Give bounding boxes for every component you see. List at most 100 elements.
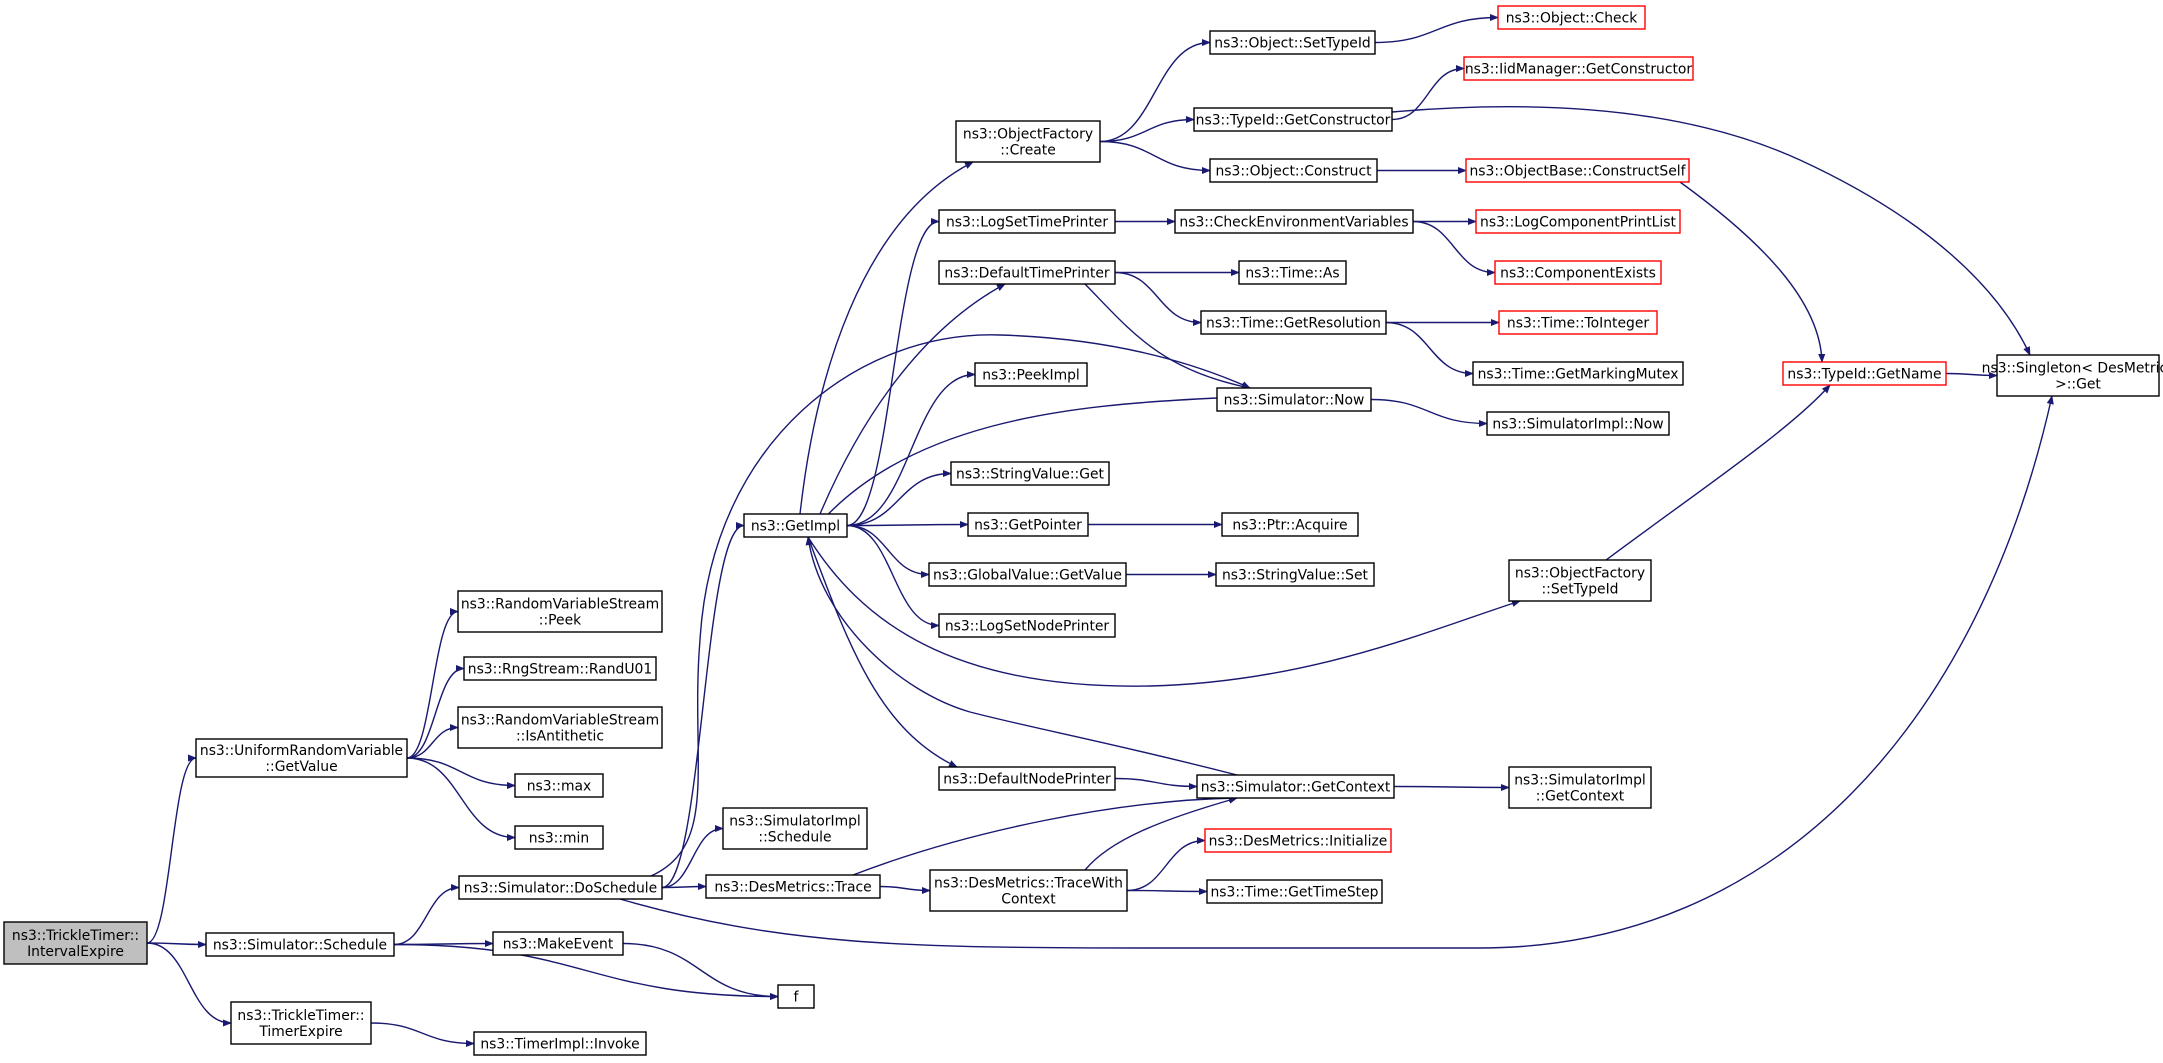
node-urv-getvalue[interactable]: ns3::UniformRandomVariable::GetValue: [195, 738, 408, 778]
node-stringvalue-set[interactable]: ns3::StringValue::Set: [1215, 562, 1375, 587]
node-label: ns3::UniformRandomVariable: [200, 743, 403, 759]
node-getimpl[interactable]: ns3::GetImpl: [743, 513, 848, 538]
node-object-construct[interactable]: ns3::Object::Construct: [1209, 158, 1378, 183]
node-rvs-peek[interactable]: ns3::RandomVariableStream::Peek: [457, 590, 663, 633]
node-sim-schedule[interactable]: ns3::Simulator::Schedule: [205, 932, 395, 957]
call-edge-desmetrics_trace-to-desmetrics_tracewithcontext: [879, 885, 931, 895]
node-box: [514, 825, 604, 850]
node-logcomponentprintlist[interactable]: ns3::LogComponentPrintList: [1475, 209, 1681, 234]
node-box: [457, 706, 663, 749]
node-checkenvvars[interactable]: ns3::CheckEnvironmentVariables: [1174, 209, 1414, 234]
node-box: [463, 656, 657, 681]
node-time-gettimestep[interactable]: ns3::Time::GetTimeStep: [1206, 879, 1383, 904]
node-iidmanager-getconstructor[interactable]: ns3::IidManager::GetConstructor: [1463, 56, 1694, 81]
node-objectfactory-create[interactable]: ns3::ObjectFactory::Create: [955, 120, 1101, 163]
node-label: ns3::Ptr::Acquire: [1232, 518, 1347, 534]
node-globalvalue-getvalue[interactable]: ns3::GlobalValue::GetValue: [928, 562, 1127, 587]
node-tt-timerexpire[interactable]: ns3::TrickleTimer::TimerExpire: [230, 1001, 372, 1045]
call-edge-typeid_getname-to-singleton_get: [1945, 371, 1998, 380]
node-simulator-getcontext[interactable]: ns3::Simulator::GetContext: [1196, 774, 1395, 799]
node-layer: ns3::TrickleTimer::IntervalExpire ns3::Un…: [3, 5, 2163, 1056]
node-simimpl-getcontext[interactable]: ns3::SimulatorImpl::GetContext: [1508, 766, 1652, 809]
node-object-settypeid[interactable]: ns3::Object::SetTypeId: [1209, 30, 1376, 55]
node-label: ns3::Time::GetMarkingMutex: [1478, 367, 1679, 383]
node-min[interactable]: ns3::min: [514, 825, 604, 850]
node-root: ns3::TrickleTimer::IntervalExpire: [3, 921, 148, 965]
node-typeid-getname[interactable]: ns3::TypeId::GetName: [1782, 361, 1947, 386]
node-label: ::IsAntithetic: [516, 729, 604, 745]
node-rng-randu01[interactable]: ns3::RngStream::RandU01: [463, 656, 657, 681]
edge-path: [807, 536, 1521, 687]
call-edge-time_getresolution-to-time_getmarkingmutex: [1385, 321, 1474, 378]
edge-path: [1393, 783, 1510, 792]
node-label: ns3::Object::Construct: [1215, 164, 1372, 180]
node-time-as[interactable]: ns3::Time::As: [1238, 260, 1347, 285]
node-simimpl-now[interactable]: ns3::SimulatorImpl::Now: [1486, 411, 1670, 436]
call-edge-tt_timerexpire-to-timerimpl_invoke: [370, 1022, 475, 1048]
node-defaultnodeprinter[interactable]: ns3::DefaultNodePrinter: [938, 766, 1116, 791]
node-box: [1200, 310, 1387, 335]
node-time-getresolution[interactable]: ns3::Time::GetResolution: [1200, 310, 1387, 335]
node-label: ns3::GetPointer: [974, 518, 1082, 534]
node-box: [705, 874, 881, 899]
node-label: ::SetTypeId: [1542, 582, 1619, 598]
node-rvs-isantithetic[interactable]: ns3::RandomVariableStream::IsAntithetic: [457, 706, 663, 749]
node-box: [458, 875, 663, 900]
node-object-check[interactable]: ns3::Object::Check: [1497, 5, 1646, 30]
edge-path: [1126, 887, 1208, 896]
node-label: TimerExpire: [258, 1024, 342, 1040]
node-label: ::Peek: [539, 613, 581, 629]
node-getpointer[interactable]: ns3::GetPointer: [967, 512, 1089, 537]
node-typeid-getconstructor[interactable]: ns3::TypeId::GetConstructor: [1193, 107, 1393, 132]
node-ptr-acquire[interactable]: ns3::Ptr::Acquire: [1221, 512, 1359, 537]
edge-path: [846, 370, 976, 527]
node-label: ns3::TimerImpl::Invoke: [480, 1037, 639, 1053]
node-label: ns3::SimulatorImpl: [1514, 773, 1646, 789]
call-edge-getimpl-to-stringvalue_get: [846, 469, 952, 527]
node-box: [1465, 158, 1690, 183]
edge-path: [619, 395, 2054, 949]
node-singleton-get[interactable]: ns3::Singleton< DesMetrics >::Get: [1982, 354, 2163, 397]
node-simimpl-schedule[interactable]: ns3::SimulatorImpl::Schedule: [722, 807, 868, 850]
node-desmetrics-initialize[interactable]: ns3::DesMetrics::Initialize: [1204, 828, 1392, 853]
node-time-getmarkingmutex[interactable]: ns3::Time::GetMarkingMutex: [1472, 361, 1684, 386]
node-box: [1209, 158, 1378, 183]
node-stringvalue-get[interactable]: ns3::StringValue::Get: [950, 461, 1110, 486]
node-time-tointeger[interactable]: ns3::Time::ToInteger: [1498, 310, 1658, 335]
call-edge-root-to-tt_timerexpire: [146, 942, 232, 1027]
call-edge-object_settypeid-to-object_check: [1374, 13, 1499, 44]
call-edge-typeid_getconstructor-to-iidmanager_getconstructor: [1391, 64, 1465, 121]
node-box: [929, 869, 1128, 912]
edge-path: [819, 283, 1006, 515]
node-peekimpl[interactable]: ns3::PeekImpl: [974, 362, 1088, 387]
node-logsettimeprinter[interactable]: ns3::LogSetTimePrinter: [938, 209, 1116, 234]
call-edge-objectbase_constructself-to-typeid_getname: [1679, 181, 1826, 363]
node-f[interactable]: f: [777, 984, 815, 1009]
node-timerimpl-invoke[interactable]: ns3::TimerImpl::Invoke: [473, 1031, 647, 1056]
node-box: [777, 984, 815, 1009]
call-edge-checkenvvars-to-componentexists: [1412, 220, 1496, 277]
node-simulator-now[interactable]: ns3::Simulator::Now: [1216, 387, 1372, 412]
node-label: ns3::GetImpl: [751, 519, 840, 535]
node-label: ns3::Object::SetTypeId: [1214, 36, 1370, 52]
node-max[interactable]: ns3::max: [514, 773, 604, 798]
edge-path: [1412, 220, 1496, 277]
node-sim-doschedule[interactable]: ns3::Simulator::DoSchedule: [458, 875, 663, 900]
node-objectfactory-settypeid[interactable]: ns3::ObjectFactory::SetTypeId: [1508, 559, 1652, 602]
node-label: ns3::MakeEvent: [503, 937, 614, 953]
node-logsetnodeprinter[interactable]: ns3::LogSetNodePrinter: [938, 613, 1116, 638]
call-edge-defaulttimeprinter-to-time_getresolution: [1114, 271, 1202, 327]
node-label: IntervalExpire: [27, 944, 124, 960]
edge-path: [406, 664, 465, 759]
edge-path: [1126, 836, 1206, 892]
node-desmetrics-trace[interactable]: ns3::DesMetrics::Trace: [705, 874, 881, 899]
node-objectbase-constructself[interactable]: ns3::ObjectBase::ConstructSelf: [1465, 158, 1690, 183]
node-componentexists[interactable]: ns3::ComponentExists: [1494, 260, 1662, 285]
edge-path: [846, 524, 940, 630]
node-defaulttimeprinter[interactable]: ns3::DefaultTimePrinter: [938, 260, 1116, 285]
call-edge-objectfactory_create-to-object_settypeid: [1099, 38, 1211, 143]
node-label: ns3::RandomVariableStream: [461, 597, 659, 613]
node-makeevent[interactable]: ns3::MakeEvent: [492, 931, 624, 956]
node-box: [1508, 559, 1652, 602]
